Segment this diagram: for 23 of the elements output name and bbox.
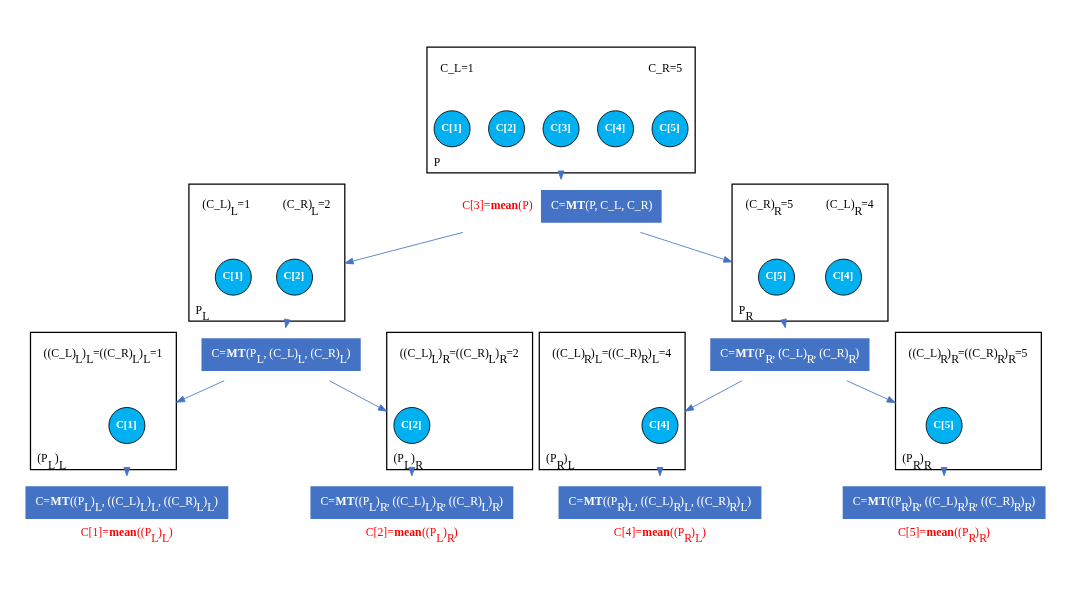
node-circle: C[4] [641,406,679,444]
node-circle: C[1] [433,109,471,147]
node-label: C_R=5 [648,61,683,75]
node-circle: C[4] [597,109,634,147]
node-circle: C[5] [925,406,963,444]
node-circle: C[1] [214,258,252,296]
node-label: C_L=1 [440,61,474,75]
node-box: C=MT(P, C_L, C_R) [540,189,662,223]
arrow [684,379,743,412]
arrow [175,379,225,403]
node-circle: C[1] [108,406,146,444]
node-circle: C[2] [276,258,313,296]
arrow [846,379,896,403]
node-circle: C[5] [651,109,689,147]
node-circle: C[2] [488,109,525,147]
arrow [639,231,733,263]
node-circle: C[5] [758,258,795,296]
node-label: C[3]=mean(P) [462,198,533,212]
arrow [329,379,388,412]
node-circle: C[2] [393,406,431,444]
node-circle: C[3] [542,109,580,147]
arrow [344,231,464,264]
node-circle: C[4] [825,258,862,296]
